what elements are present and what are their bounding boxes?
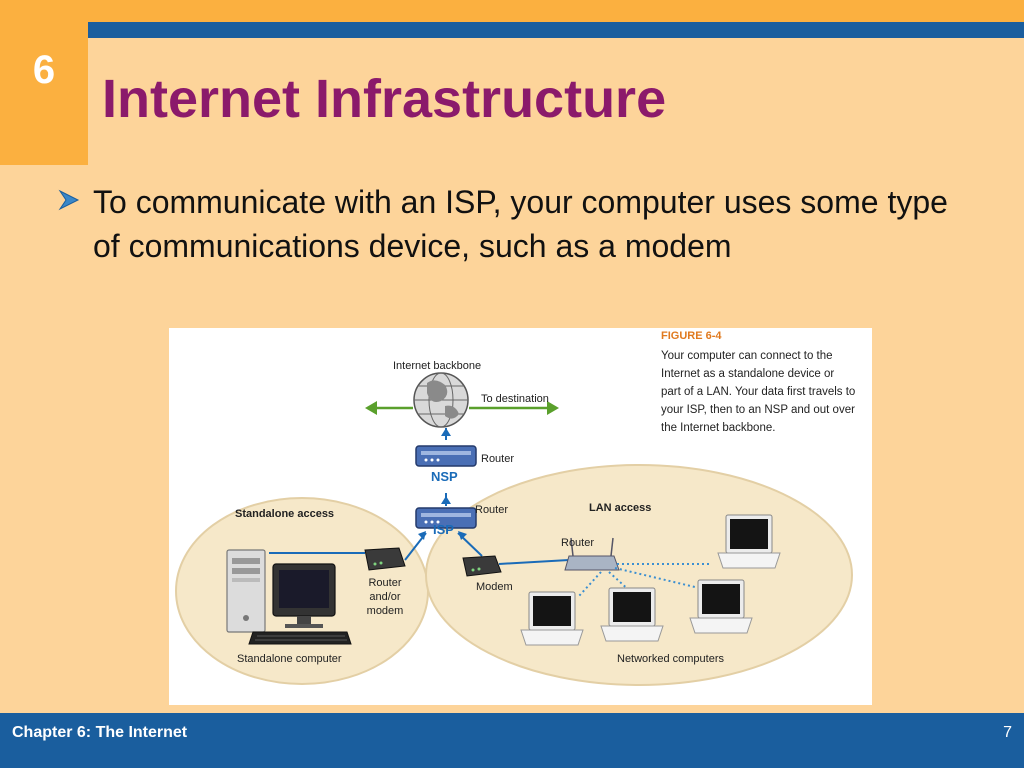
monitor-icon (272, 563, 336, 628)
standalone-router-modem-icon (364, 547, 406, 571)
blue-up-arrow-icon (441, 428, 451, 440)
isp-link-right (457, 531, 483, 557)
bullet-text: To communicate with an ISP, your compute… (93, 184, 948, 264)
green-arrow-right-icon (469, 401, 559, 415)
label-nsp: NSP (431, 469, 458, 484)
figure-caption-text: Your computer can connect to the Interne… (661, 350, 856, 434)
lan-access-ellipse (425, 464, 853, 686)
isp-router-icon (415, 507, 477, 529)
label-standalone-access: Standalone access (235, 508, 335, 520)
laptop-icon-4 (520, 591, 584, 646)
label-router-and-or-modem: Router and/or modem (366, 577, 404, 617)
green-arrow-left-icon (365, 401, 413, 415)
network-diagram (175, 372, 853, 686)
footer-bar: Chapter 6: The Internet 7 (0, 713, 1024, 768)
label-lan-access: LAN access (589, 502, 652, 514)
footer-page-number: 7 (1003, 724, 1012, 741)
label-router-lan: Router (561, 537, 595, 549)
isp-link-left (404, 531, 427, 561)
chapter-tab (0, 22, 88, 165)
slide-title: Internet Infrastructure (102, 69, 667, 129)
bullet-arrow-icon (58, 189, 80, 211)
label-standalone-computer: Standalone computer (237, 653, 342, 665)
label-modem: Modem (476, 581, 513, 593)
network-figure: FIGURE 6-4 Your computer can connect to … (169, 328, 872, 705)
label-networked-computers: Networked computers (617, 653, 724, 665)
keyboard-icon (248, 631, 352, 645)
top-accent-bar (0, 0, 1024, 22)
lan-modem-icon (462, 555, 502, 577)
globe-icon (413, 372, 469, 428)
desktop-tower-icon (226, 549, 266, 633)
footer-chapter-label: Chapter 6: The Internet (12, 724, 188, 741)
label-isp: ISP (433, 522, 454, 537)
top-blue-bar (88, 22, 1024, 38)
lan-router-icon (564, 537, 620, 571)
label-router-mid: Router (475, 504, 509, 516)
label-to-destination: To destination (481, 393, 549, 405)
laptop-icon-1 (717, 514, 781, 569)
lan-dotted-links (578, 563, 709, 597)
figure-caption-title: FIGURE 6-4 (661, 330, 722, 342)
nsp-router-icon (415, 445, 477, 467)
laptop-icon-2 (689, 579, 753, 634)
label-router-top: Router (481, 453, 515, 465)
label-internet-backbone: Internet backbone (393, 360, 482, 372)
laptop-icon-3 (600, 587, 664, 642)
chapter-number: 6 (32, 48, 56, 92)
